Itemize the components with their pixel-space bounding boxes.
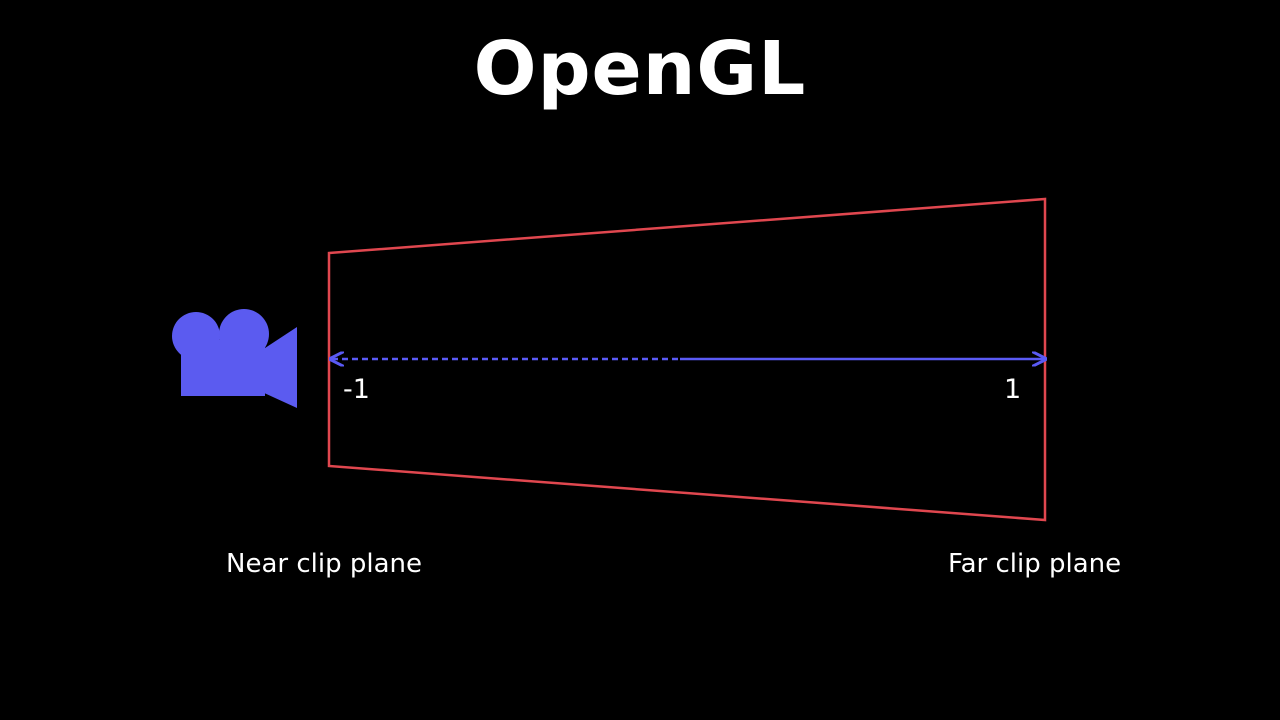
video-camera-icon (172, 309, 297, 408)
far-depth-value: 1 (1004, 374, 1022, 405)
far-clip-plane-label: Far clip plane (948, 549, 1122, 579)
near-clip-plane-label: Near clip plane (226, 549, 422, 579)
page-title: OpenGL (473, 26, 807, 112)
view-frustum (327, 197, 1047, 522)
near-depth-value: -1 (343, 374, 370, 405)
